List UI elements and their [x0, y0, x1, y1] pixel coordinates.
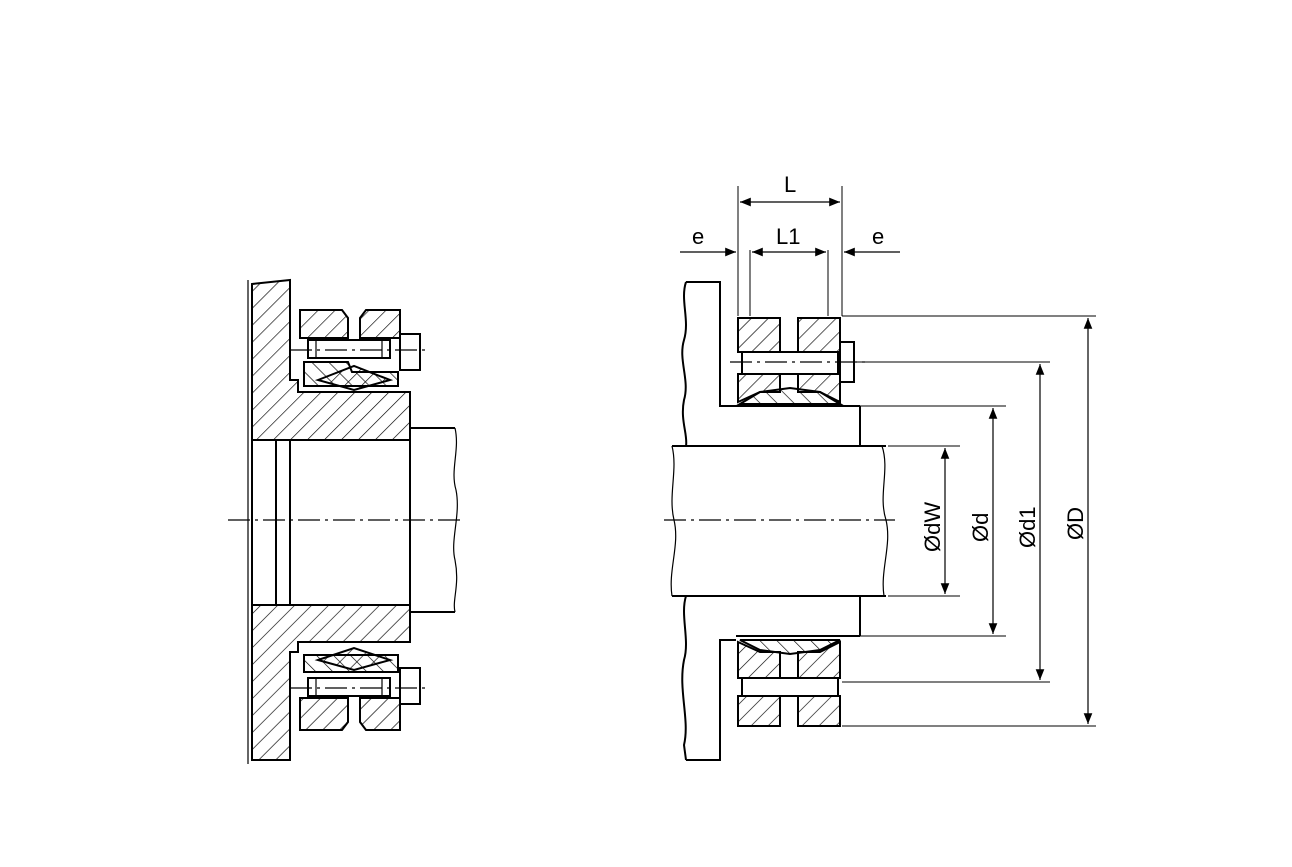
- left-shaft: [410, 427, 458, 613]
- upper-locking-rings: [290, 309, 430, 392]
- diameter-dimensions: [842, 315, 1096, 727]
- hub-bore: [251, 439, 411, 606]
- dim-label-D: ØD: [1063, 507, 1088, 540]
- right-upper-rings: [730, 317, 870, 405]
- dim-label-e-right: e: [872, 224, 884, 249]
- right-lower-rings: [737, 639, 841, 727]
- right-wall: [681, 281, 736, 761]
- right-shaft: [670, 405, 889, 637]
- dim-label-L1: L1: [776, 224, 800, 249]
- dim-label-dW: ØdW: [920, 502, 945, 552]
- dim-label-L: L: [784, 172, 796, 197]
- dim-label-e-left: e: [692, 224, 704, 249]
- left-assembly-view: [228, 278, 465, 764]
- dim-label-d1: Ød1: [1015, 506, 1040, 548]
- dim-label-d: Ød: [968, 513, 993, 542]
- top-dimensions: [680, 186, 900, 316]
- right-dimension-view: L L1 e e ØdW Ød Ød1 ØD: [664, 172, 1096, 761]
- lower-locking-rings: [290, 646, 430, 731]
